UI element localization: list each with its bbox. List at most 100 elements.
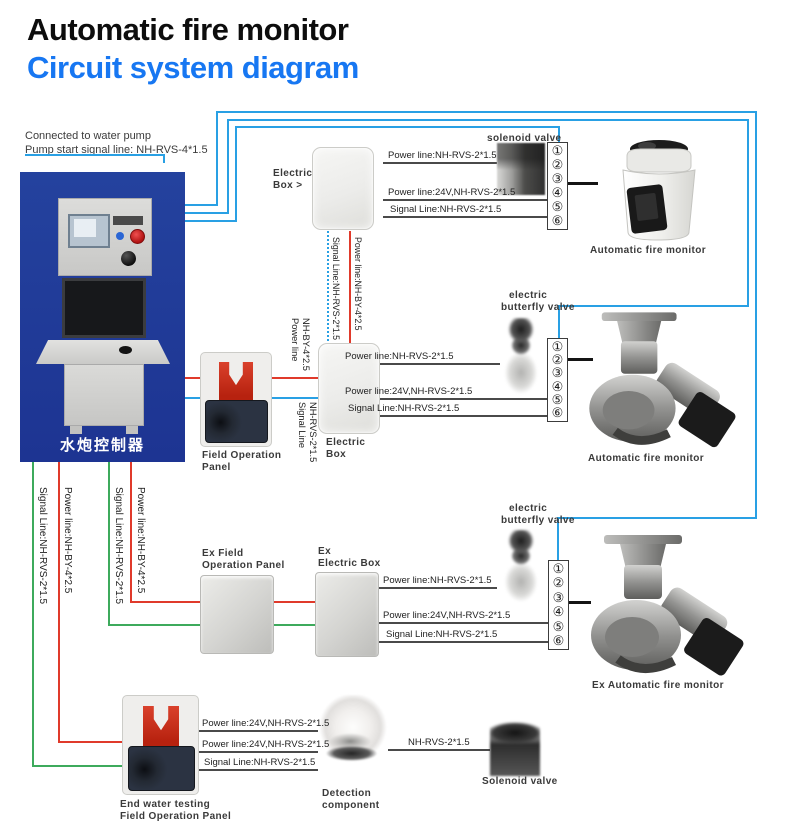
cabinet-foot — [70, 426, 82, 434]
link-power-line — [349, 231, 351, 345]
end-water-testing-panel — [122, 695, 199, 795]
riser-power-1 — [58, 741, 124, 743]
bottom-wire4-label: NH-RVS-2*1.5 — [408, 737, 470, 748]
butterfly-valve-image — [500, 318, 542, 394]
blue-bus1 — [755, 111, 757, 519]
blue-bus1 — [216, 111, 757, 113]
detection-component-image — [318, 695, 388, 775]
bottom-wire1-line — [197, 730, 318, 732]
riser-signal-2 — [108, 461, 110, 626]
blue-bus2 — [227, 119, 749, 121]
mid-electric-box-label: Electric Box — [326, 437, 366, 460]
bottom-wire1-label: Power line:24V,NH-RVS-2*1.5 — [202, 718, 330, 729]
cabinet-foot — [126, 426, 138, 434]
top-electric-box-label: Electric Box > — [273, 168, 313, 191]
blue-bus2 — [558, 305, 749, 307]
ex-wire2-line — [377, 622, 548, 624]
blue-bus1 — [216, 111, 218, 206]
mid-electric-box — [318, 343, 380, 434]
pump-note-line1: Connected to water pump — [25, 130, 151, 142]
ex-electric-box — [315, 572, 379, 657]
detection-component-label: Detection component — [322, 788, 380, 811]
blue-bus3 — [185, 220, 237, 222]
ex-butterfly-valve-image — [500, 530, 542, 602]
blue-bus2 — [747, 119, 749, 307]
top-wire1-line — [383, 162, 497, 164]
link-signal-line — [327, 231, 329, 345]
ex-wire3-label: Signal Line:NH-RVS-2*1.5 — [386, 629, 498, 640]
mid-wire1-label: Power line:NH-RVS-2*1.5 — [345, 351, 454, 362]
bottom-wire2-label: Power line:24V,NH-RVS-2*1.5 — [202, 739, 330, 750]
ex-butterfly-valve-label: electric butterfly valve — [501, 503, 575, 526]
bottom-wire3-label: Signal Line:NH-RVS-2*1.5 — [204, 757, 316, 768]
blue-bus2 — [558, 305, 560, 343]
mid-monitor-label: Automatic fire monitor — [588, 453, 705, 464]
link-signal-label: Signal Line:NH-RVS-2*1.5 — [331, 237, 341, 341]
top-wire1-label: Power line:NH-RVS-2*1.5 — [388, 150, 497, 161]
solenoid-valve-image — [497, 143, 545, 195]
cabinet-blue-button — [116, 232, 124, 240]
ex-electric-box-label: Ex Electric Box — [318, 546, 381, 569]
ex-wire1-label: Power line:NH-RVS-2*1.5 — [383, 575, 492, 586]
top-electric-box — [312, 147, 374, 230]
ex-field-operation-panel — [200, 575, 274, 654]
riser-signal-1 — [32, 461, 34, 767]
control-cabinet: 水炮控制器 — [20, 172, 185, 462]
blue-bus3 — [235, 126, 237, 222]
blue-bus2 — [185, 212, 229, 214]
cabinet-monitor — [62, 278, 146, 338]
top-wire3-label: Signal Line:NH-RVS-2*1.5 — [390, 204, 502, 215]
pump-note-pointer-line — [25, 154, 165, 156]
ex-automatic-fire-monitor-image — [591, 535, 744, 676]
top-solenoid-label: solenoid valve — [487, 133, 562, 144]
bottom-solenoid-valve-image — [490, 722, 540, 776]
ex-field-panel-label: Ex Field Operation Panel — [202, 548, 285, 571]
top-wire3-line — [383, 216, 547, 218]
mid-monitor-connector — [567, 358, 593, 361]
riser-power-2 — [130, 461, 132, 603]
page-subtitle: Circuit system diagram — [27, 50, 359, 85]
cabinet-base — [64, 364, 144, 426]
pump-note: Connected to water pump Pump start signa… — [25, 129, 208, 157]
cabinet-joystick — [121, 251, 136, 266]
mid-wire3-label: Signal Line:NH-RVS-2*1.5 — [348, 403, 460, 414]
blue-bus2 — [227, 119, 229, 214]
blue-bus1 — [557, 517, 559, 563]
field-panel-label: Field Operation Panel — [202, 450, 282, 473]
mid-wire3-line — [375, 415, 547, 417]
top-wire2-line — [383, 199, 547, 201]
end-panel-label: End water testing Field Operation Panel — [120, 799, 232, 822]
field-operation-panel — [200, 352, 272, 447]
cabinet-keyboard-shelf — [36, 340, 170, 364]
automatic-fire-monitor-metal-image — [589, 312, 736, 448]
riser-power-1 — [58, 461, 60, 743]
panel-screen — [205, 400, 268, 443]
riser-signal-1-label: Signal Line:NH-RVS-2*1.5 — [37, 487, 48, 605]
mid-wire2-label: Power line:24V,NH-RVS-2*1.5 — [345, 386, 473, 397]
blue-bus1 — [185, 204, 218, 206]
blue-bus3 — [235, 126, 560, 128]
bottom-solenoid-label: Solenoid valve — [482, 776, 558, 787]
panel-screen — [128, 746, 195, 791]
mid-wire2-line — [375, 398, 547, 400]
riser-signal-1 — [32, 765, 124, 767]
pump-note-line2: Pump start signal line: NH-RVS-4*1.5 — [25, 144, 208, 156]
ex-wire2-label: Power line:24V,NH-RVS-2*1.5 — [383, 610, 511, 621]
riser-signal-2-label: Signal Line:NH-RVS-2*1.5 — [113, 487, 124, 605]
page-title: Automatic fire monitor — [27, 12, 349, 47]
bottom-wire2-line — [197, 751, 318, 753]
ex-monitor-label: Ex Automatic fire monitor — [592, 680, 724, 691]
blue-bus1 — [557, 517, 757, 519]
mid-wire1-line — [375, 363, 500, 365]
top-wire2-label: Power line:24V,NH-RVS-2*1.5 — [388, 187, 516, 198]
link-power-label: Power line:NH-BY-4*2.5 — [353, 237, 363, 331]
bottom-wire3-line — [197, 769, 318, 771]
riser-power-1-label: Power line:NH-BY-4*2.5 — [62, 487, 73, 594]
panel-red-device — [143, 706, 179, 750]
bottom-wire4-line — [388, 749, 490, 751]
mid-butterfly-valve-label: electric butterfly valve — [501, 290, 575, 313]
